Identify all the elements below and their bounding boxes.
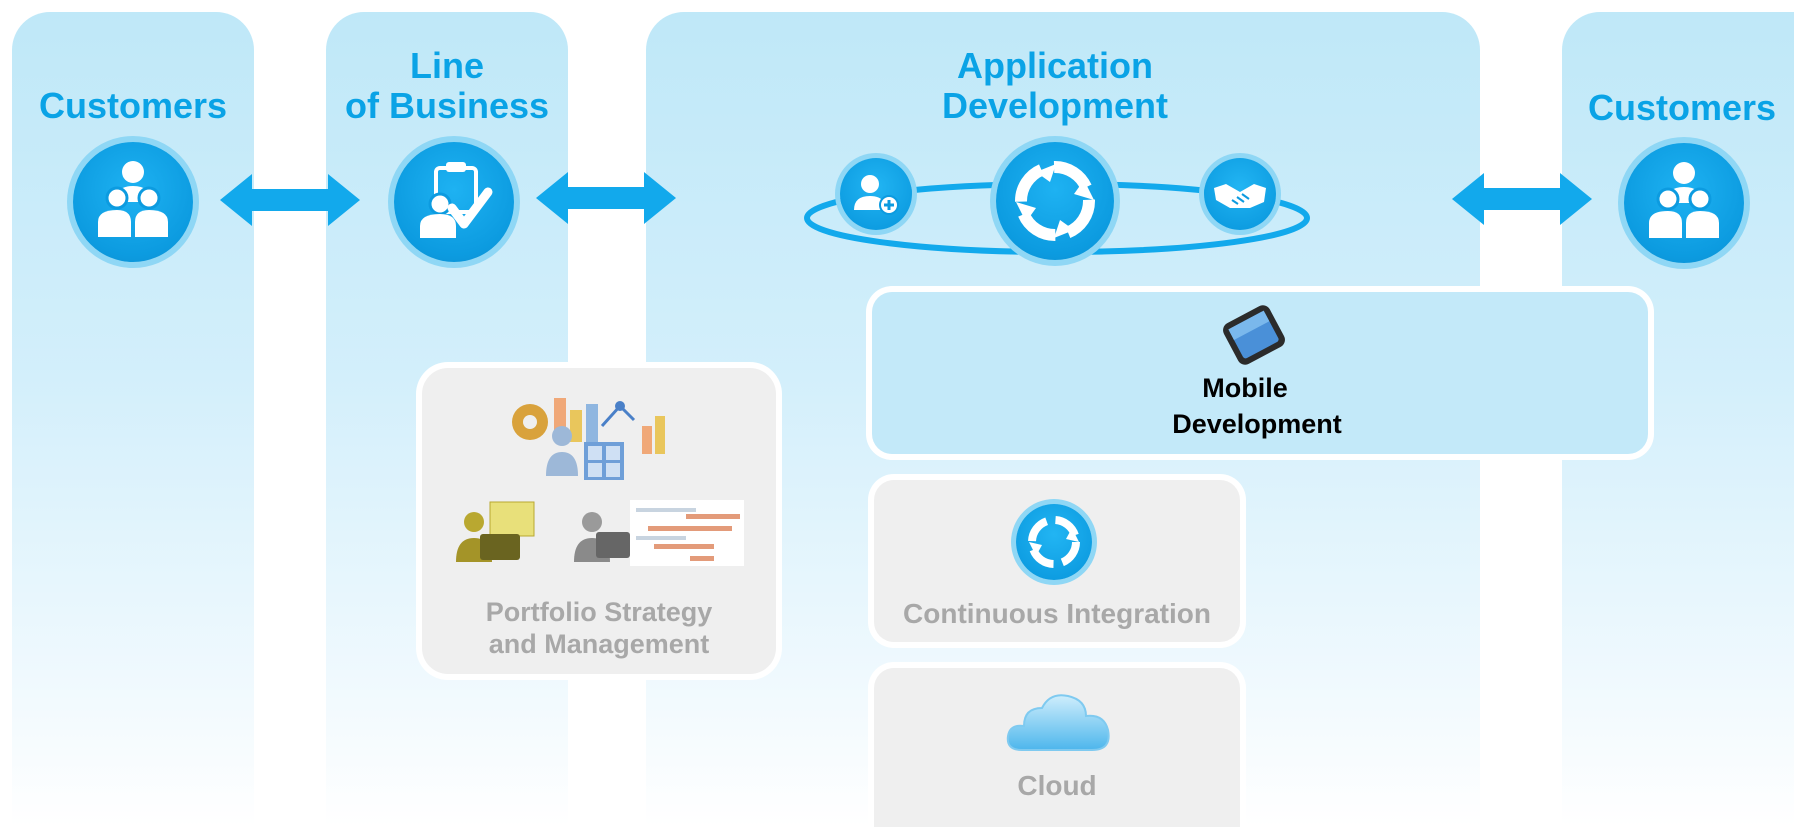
line-of-business-title: Line of Business — [326, 46, 568, 126]
mobile-label-line1: Mobile — [1202, 373, 1288, 403]
phone-icon — [1223, 305, 1285, 365]
double-arrow-icon — [220, 174, 360, 226]
cloud-label: Cloud — [1017, 770, 1097, 801]
customers-left-title: Customers — [38, 85, 228, 126]
cloud-panel: Cloud — [874, 668, 1240, 827]
cloud-icon — [1006, 694, 1110, 751]
double-arrow-icon — [1452, 173, 1592, 225]
continuous-integration-label: Continuous Integration — [903, 598, 1211, 629]
double-arrow-icon — [536, 172, 676, 224]
portfolio-panel: Portfolio Strategy and Management — [422, 368, 776, 674]
people-icon — [73, 142, 193, 262]
mobile-label-line2: Development — [1172, 409, 1342, 439]
continuous-integration-panel: Continuous Integration — [874, 480, 1240, 642]
portfolio-label-line1: Portfolio Strategy — [485, 597, 713, 627]
application-development-title: Application Development — [860, 46, 1250, 126]
portfolio-label: Portfolio Strategy and Management — [422, 596, 776, 660]
line-of-business-title-line2: of Business — [344, 85, 550, 126]
briefcase-user-icon — [456, 501, 535, 562]
portfolio-label-line2: and Management — [488, 629, 710, 659]
clipboard-check-icon — [394, 142, 514, 262]
portfolio-charts-icon — [512, 398, 665, 480]
application-development-title-line2: Development — [941, 85, 1169, 126]
cycle-icon — [1016, 504, 1092, 580]
column-customers-left — [12, 12, 254, 827]
handshake-icon — [1204, 158, 1276, 230]
mobile-development-label: Mobile Development — [842, 370, 1648, 442]
cycle-icon — [996, 142, 1114, 260]
add-user-icon — [840, 158, 912, 230]
customers-right-title: Customers — [1588, 87, 1777, 128]
line-of-business-title-line1: Line — [409, 45, 484, 86]
application-development-title-line1: Application — [957, 45, 1153, 86]
gantt-chart-icon — [574, 500, 744, 566]
mobile-development-panel: Mobile Development — [872, 292, 1648, 454]
people-icon — [1624, 143, 1744, 263]
